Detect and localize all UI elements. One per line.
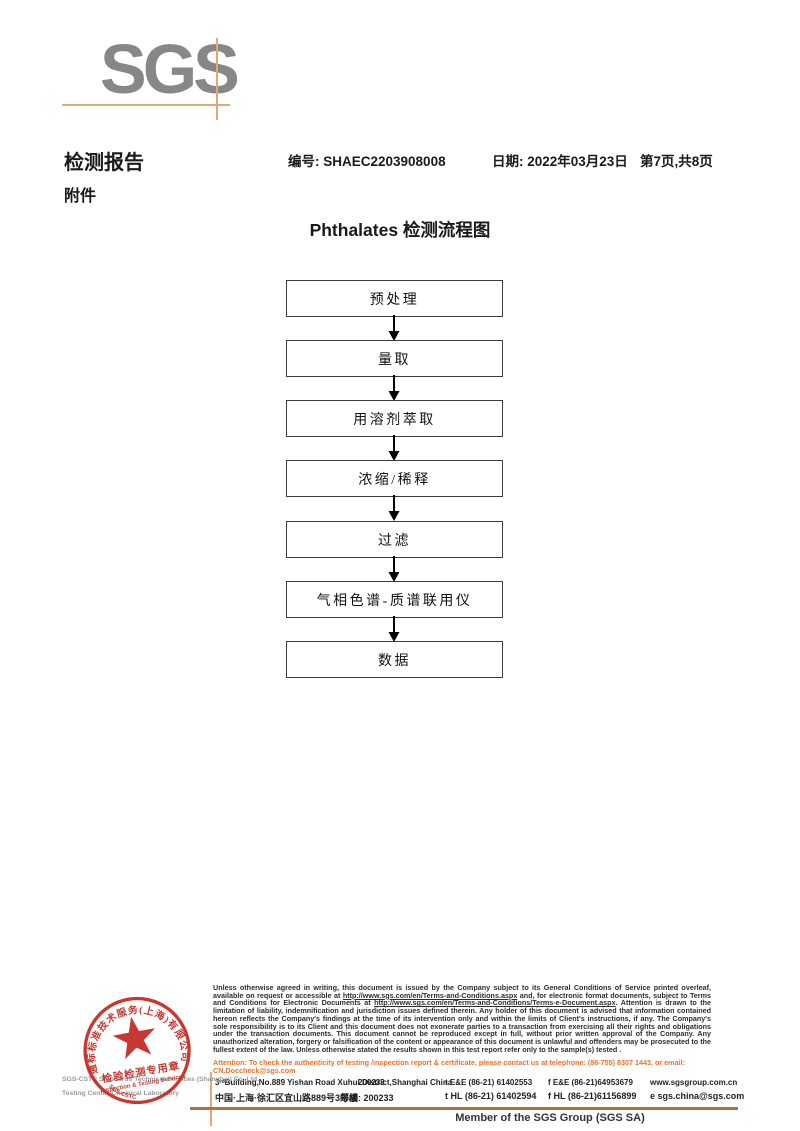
flow-step-concentrate-dilute: 浓缩/稀释 [286,460,503,497]
logo-crosshair-vertical-line [216,38,218,120]
fax-ee: f E&E (86-21)64953679 [548,1078,633,1087]
flowchart-title: Phthalates 检测流程图 [309,220,491,240]
attention-notice: Attention: To check the authenticity of … [213,1058,685,1075]
flow-arrow-icon [388,495,400,521]
terms-conditions-link[interactable]: http://www.sgs.com/en/Terms-and-Conditio… [342,990,518,1000]
website-url[interactable]: www.sgsgroup.com.cn [650,1078,738,1087]
flow-arrow-icon [388,556,400,582]
flow-step-filter: 过滤 [286,521,503,558]
flow-step-solvent-extraction: 用溶剂萃取 [286,400,503,437]
fax-hl: f HL (86-21)61156899 [548,1091,637,1101]
flow-arrow-icon [388,315,400,341]
footer-divider-line [190,1107,738,1110]
postcode-cn: 邮编: 200233 [340,1093,394,1103]
company-seal-stamp-icon: 通标标准技术服务(上海)有限公司 SGS-CSTC 检验检测专用章 Inspec… [76,995,193,1106]
report-number: 编号: SHAEC2203908008 [288,154,446,169]
legal-text-part3: . Attention is drawn to the limitation o… [213,998,711,1054]
legal-text-part2: and, for electronic format documents, su… [213,990,711,1008]
company-lab-line: Testing Center-Chemical Laboratory [62,1090,179,1097]
phone-hl: t HL (86-21) 61402594 [445,1091,537,1101]
phone-ee: t E&E (86-21) 61402553 [445,1078,533,1087]
logo-crosshair-horizontal-line [62,104,230,106]
flow-arrow-icon [388,375,400,401]
report-title: 检测报告 [64,152,144,174]
flow-step-measure: 量取 [286,340,503,377]
page-number-info: 第7页,共8页 [640,154,713,169]
flow-arrow-icon [388,616,400,642]
email-address[interactable]: e sgs.china@sgs.com [650,1091,745,1101]
legal-disclaimer: Unless otherwise agreed in writing, this… [213,984,711,1053]
postcode-en: 200233 [358,1078,385,1087]
stamp-star-icon [112,1016,155,1060]
flow-arrow-icon [388,435,400,461]
flow-step-data: 数据 [286,641,503,678]
legal-text-part1: Unless otherwise agreed in writing, this… [213,983,711,1000]
flow-step-gcms: 气相色谱-质谱联用仪 [286,581,503,618]
address-en: 3ʳᵈBuilding,No.889 Yishan Road Xuhui Dis… [215,1078,453,1087]
address-cn: 中国·上海·徐汇区宜山路889号3号楼 [215,1093,359,1103]
footer-crosshair-vertical-line [210,1072,212,1126]
company-name-line: SGS-CSTC Standards Technical Services (S… [62,1076,260,1083]
attachment-label: 附件 [64,188,97,205]
flow-step-pretreatment: 预处理 [286,280,503,317]
report-date: 日期: 2022年03月23日 [492,154,628,169]
sgs-member-line: Member of the SGS Group (SGS SA) [455,1112,645,1124]
terms-e-document-link[interactable]: http://www.sgs.com/en/Terms-and-Conditio… [374,998,616,1008]
